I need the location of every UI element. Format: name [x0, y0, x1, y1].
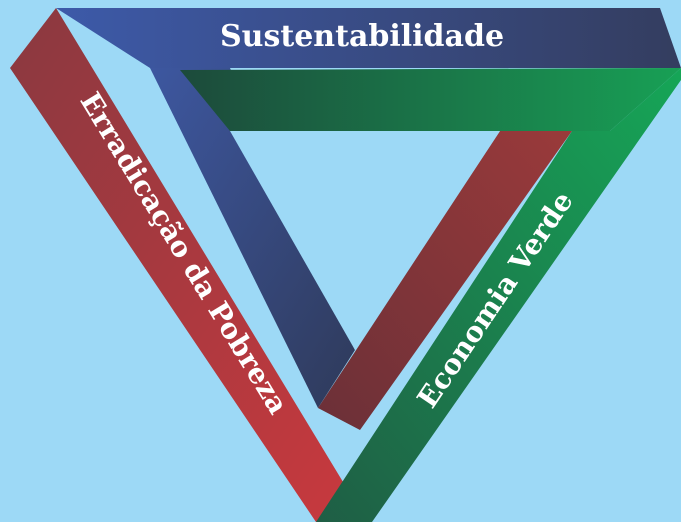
label-sustentabilidade: Sustentabilidade: [220, 19, 504, 54]
top-beam-inner-face: [150, 68, 355, 408]
right-beam-inner-face: [180, 68, 681, 131]
right-beam-outer-face: [316, 68, 681, 522]
left-beam-inner-face: [318, 131, 572, 430]
left-beam-outer-face: [10, 8, 360, 522]
top-beam-outer-face: [56, 8, 681, 68]
inner-triangle-hole: [230, 131, 500, 350]
